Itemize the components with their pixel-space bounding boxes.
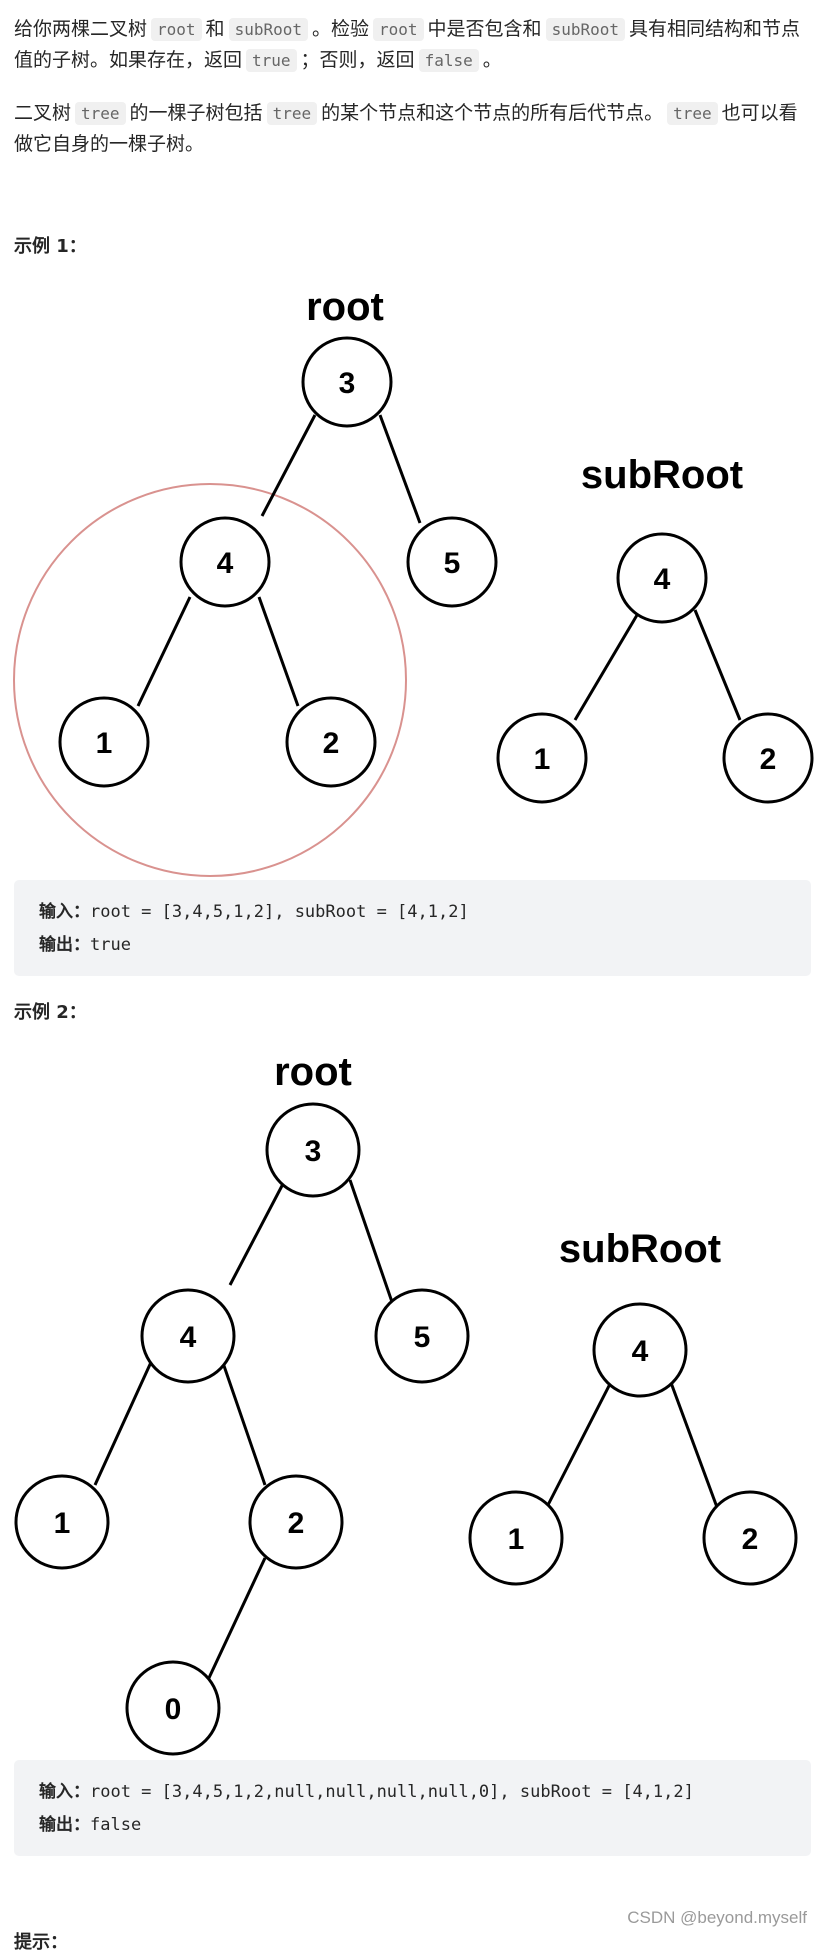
subroot-title: subRoot (581, 453, 743, 497)
root-title: root (306, 285, 384, 329)
subroot-node-4: 4 (654, 563, 671, 596)
root-node-1: 1 (96, 727, 113, 760)
root-node-4: 4 (217, 547, 234, 580)
inline-code: subRoot (545, 18, 625, 41)
example-1-diagram: root subRoot 3 4 5 1 2 4 1 2 (13, 285, 814, 877)
text-run: 的一棵子树包括 (129, 102, 263, 124)
inline-code: true (246, 49, 297, 72)
example-1-output: 输出：true (39, 935, 131, 955)
inline-code: tree (75, 102, 126, 125)
root-node-5: 5 (444, 547, 461, 580)
text-run: 和 (205, 18, 225, 40)
text-run: 。 (482, 49, 502, 71)
root-node-4: 4 (180, 1321, 197, 1354)
inline-code: tree (667, 102, 718, 125)
subroot-node-2: 2 (742, 1523, 759, 1556)
root-title: root (274, 1050, 352, 1094)
subroot-node-4: 4 (632, 1335, 649, 1368)
watermark: CSDN @beyond.myself (627, 1908, 807, 1927)
inline-code: subRoot (228, 18, 308, 41)
text-run: 也可以看做它自身的一棵子树。 (14, 102, 798, 155)
root-node-2: 2 (288, 1507, 305, 1540)
root-node-5: 5 (414, 1321, 431, 1354)
inline-code: root (151, 18, 202, 41)
example-2-output: 输出：false (39, 1815, 142, 1835)
text-run: 给你两棵二叉树 (14, 18, 148, 40)
subroot-title: subRoot (559, 1227, 721, 1271)
text-run: ；否则，返回 (300, 49, 415, 71)
inline-code: false (418, 49, 479, 72)
root-node-3: 3 (305, 1135, 322, 1168)
text-run: 中是否包含和 (427, 18, 542, 40)
text-run: 。检验 (312, 18, 370, 40)
text-run: 二叉树 (14, 102, 72, 124)
highlight-circle (13, 483, 407, 877)
example-2-input: 输入：root = [3,4,5,1,2,null,null,null,null… (39, 1782, 694, 1802)
root-node-3: 3 (339, 367, 356, 400)
text-run: 的某个节点和这个节点的所有后代节点。 (321, 102, 664, 124)
text-run: 具有相同结构和节点值的子树。如果存在，返回 (14, 18, 801, 71)
subroot-node-1: 1 (508, 1523, 525, 1556)
subroot-node-2: 2 (760, 743, 777, 776)
example-2-io-box: 输入：root = [3,4,5,1,2,null,null,null,null… (14, 1760, 811, 1856)
root-node-0: 0 (165, 1693, 182, 1726)
hints-heading: 提示： (14, 1932, 68, 1953)
inline-code: tree (266, 102, 318, 125)
root-node-2: 2 (323, 727, 340, 760)
example-1-heading: 示例 1： (14, 236, 87, 257)
subroot-node-1: 1 (534, 743, 551, 776)
example-1-io-box: 输入：root = [3,4,5,1,2], subRoot = [4,1,2]… (14, 880, 811, 976)
example-2-heading: 示例 2： (14, 1002, 87, 1023)
inline-code: root (373, 18, 424, 41)
root-node-1: 1 (54, 1507, 71, 1540)
example-2-diagram: root subRoot 3 4 5 1 2 0 4 1 2 (14, 1050, 798, 1756)
example-1-input: 输入：root = [3,4,5,1,2], subRoot = [4,1,2] (39, 902, 469, 922)
